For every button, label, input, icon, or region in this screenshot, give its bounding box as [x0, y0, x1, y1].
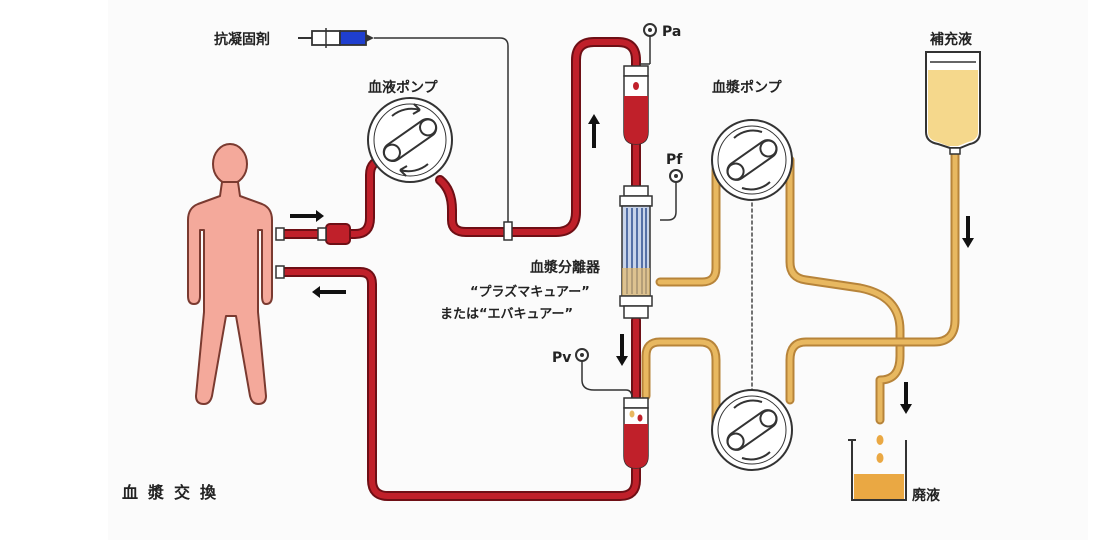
flow-arrows-patient [290, 210, 346, 298]
arrow-down-icon [900, 382, 912, 414]
separator-label: 血漿分離器 [530, 259, 601, 276]
pressure-gauge-pf [660, 169, 683, 221]
product-name-2: または“エバキュアー” [440, 307, 573, 322]
plasma-pump-lower [711, 389, 793, 471]
roller-pump-icon [367, 97, 453, 183]
arrow-down-icon [616, 334, 628, 366]
anticoagulant-label: 抗凝固剤 [214, 31, 270, 48]
pa-label: Pa [662, 24, 681, 40]
fluid-bag-icon [925, 51, 981, 155]
plasma-lines [641, 145, 960, 435]
syringe-icon [298, 28, 513, 241]
plasma-pump-label: 血漿ポンプ [712, 79, 783, 96]
blood-lines [277, 37, 641, 501]
plasma-pump-upper [711, 119, 793, 201]
waste-label: 廃液 [912, 487, 941, 504]
pressure-gauge-pa [640, 23, 657, 65]
patient-figure [187, 143, 273, 405]
venous-drip-chamber [623, 397, 649, 469]
diagram-title: 血漿交換 [122, 483, 226, 502]
pressure-gauge-pv [575, 348, 633, 399]
blood-pump-label: 血液ポンプ [368, 79, 439, 96]
replacement-fluid-label: 補充液 [929, 31, 973, 48]
arrow-up-icon [588, 114, 600, 148]
plasma-separator [619, 185, 653, 319]
drip-chamber-icon [623, 65, 649, 145]
arrow-down-icon [962, 216, 974, 248]
pv-label: Pv [552, 350, 571, 366]
pf-label: Pf [666, 152, 683, 168]
product-name-1: “プラズマキュアー” [470, 284, 590, 300]
patient-connectors [275, 223, 351, 279]
waste-beaker-icon [848, 435, 907, 501]
